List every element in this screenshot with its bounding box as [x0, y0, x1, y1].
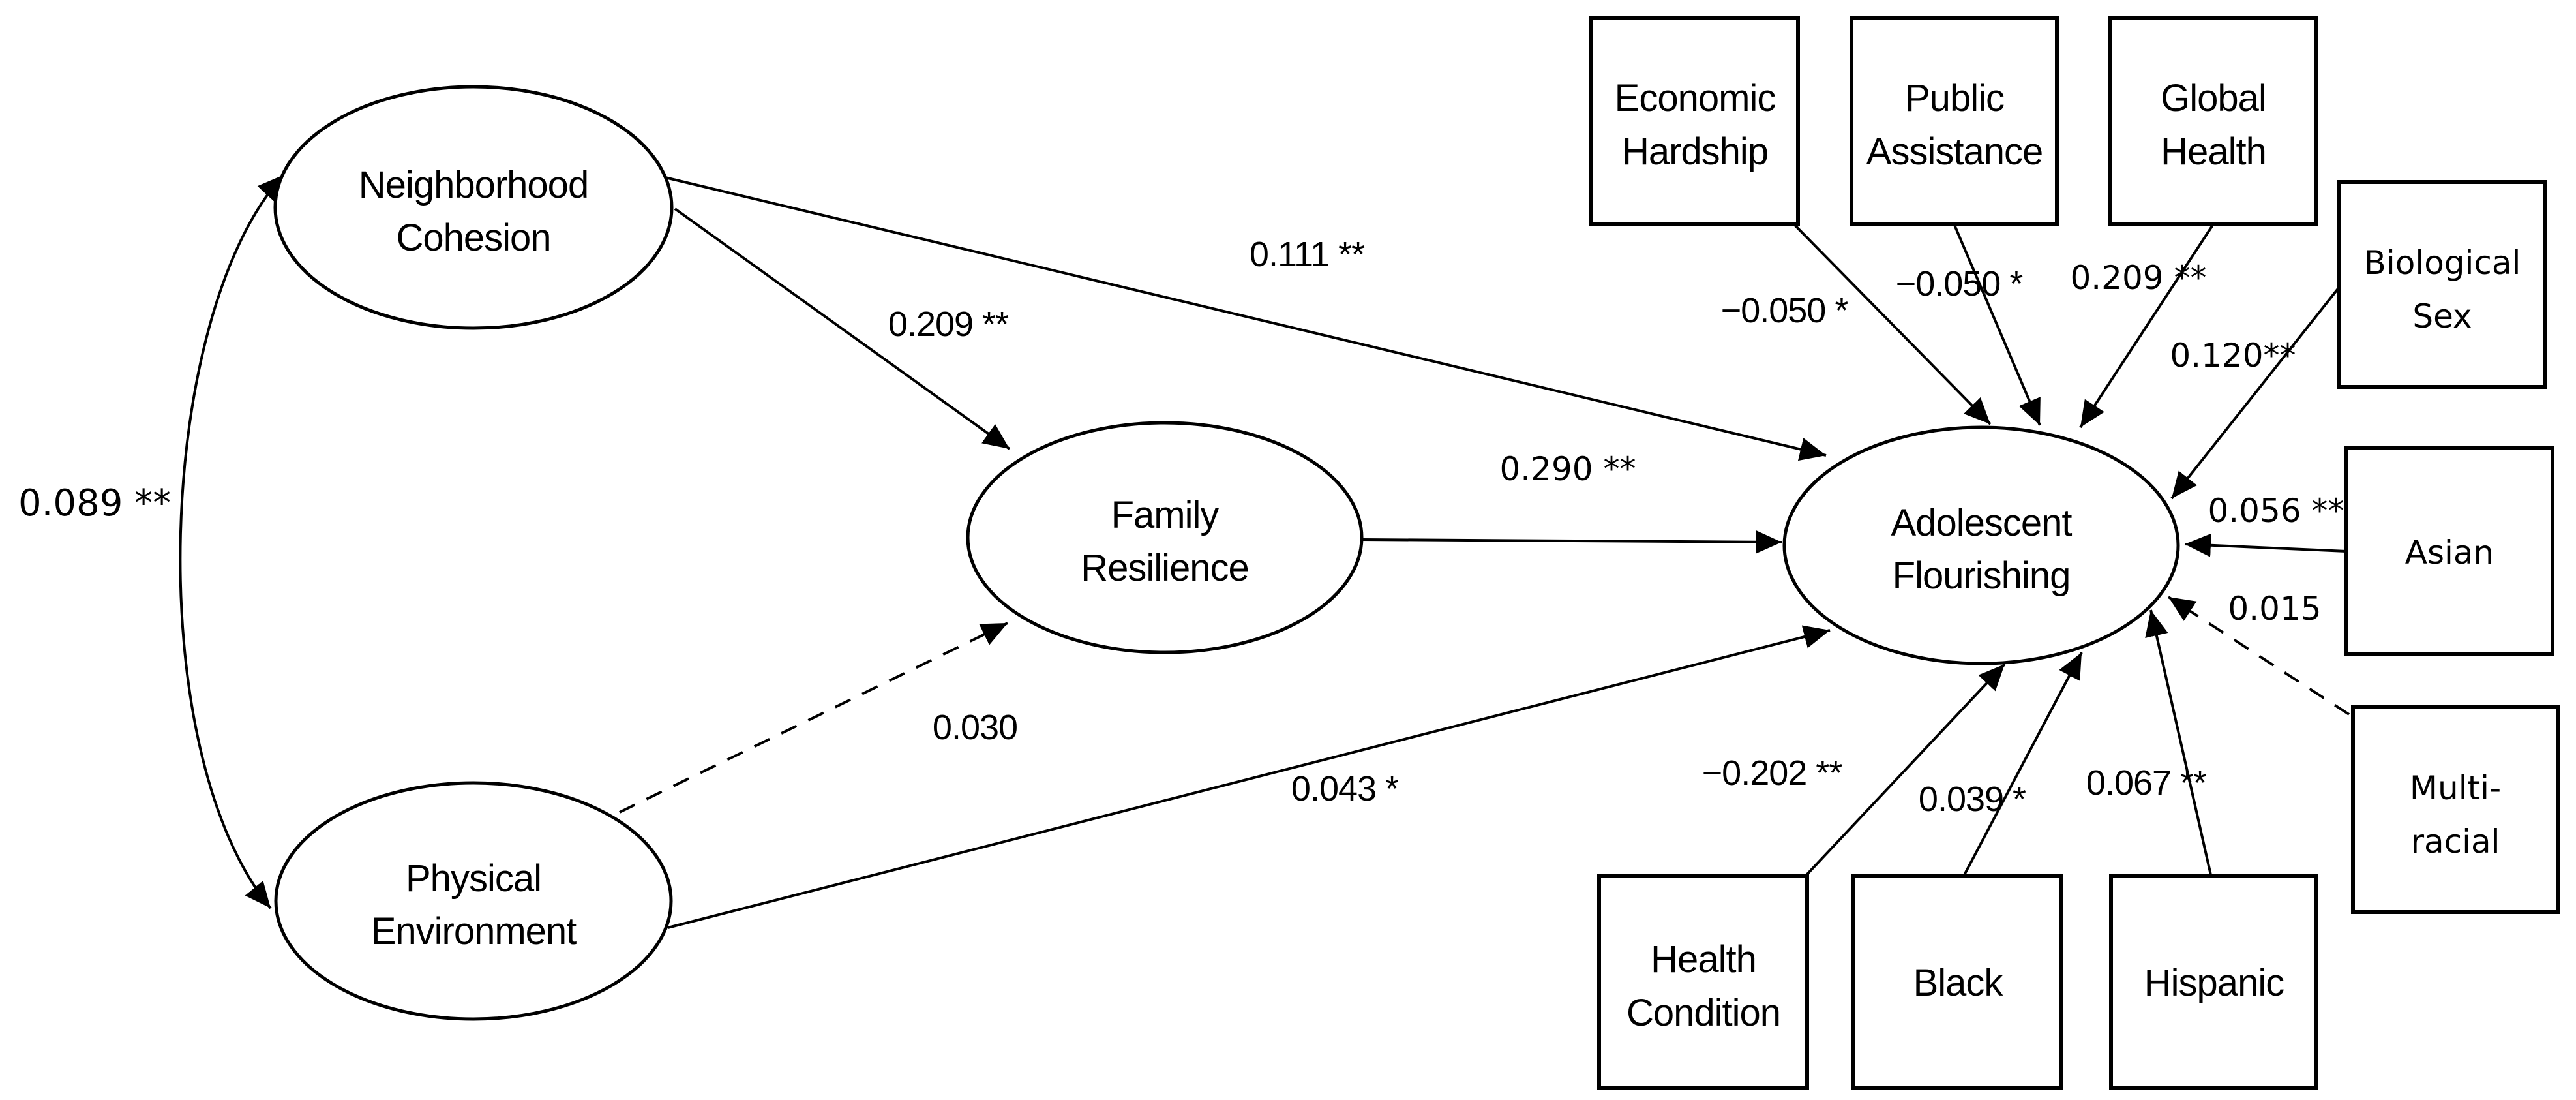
- label-physical-environment-line2: Environment: [371, 910, 577, 953]
- label-economic-hardship-line2: Hardship: [1622, 130, 1768, 173]
- path-neighborhood-to-flourishing: [665, 176, 1827, 461]
- coefficient-pa-to-af: −0.050 *: [1896, 264, 2024, 303]
- path-physical-to-family-dashed: [619, 622, 1008, 814]
- latent-adolescent-flourishing: [1782, 425, 2180, 665]
- latent-neighborhood-cohesion: [273, 85, 674, 330]
- path-black-to-flourishing: [1963, 652, 2083, 876]
- latent-family-resilience: [966, 421, 1364, 654]
- covariance-arc-neighborhood-physical: [179, 174, 285, 909]
- label-physical-environment-line1: Physical: [406, 857, 541, 900]
- observed-health-condition: [1597, 874, 1809, 1090]
- label-biological-sex-line2: Sex: [2412, 298, 2472, 335]
- path-asian-to-flourishing: [2184, 533, 2347, 557]
- coefficient-covariance-nc-pe: 0.089 **: [18, 482, 171, 525]
- coefficient-gh-to-af: 0.209 **: [2070, 259, 2206, 297]
- observed-black: [1851, 874, 2063, 1090]
- observed-multi-racial: [2351, 705, 2560, 914]
- label-public-assistance-line2: Assistance: [1866, 130, 2043, 173]
- coefficient-nc-to-fr: 0.209 **: [888, 305, 1009, 344]
- label-health-condition-line1: Health: [1651, 938, 1756, 981]
- coefficient-pe-to-fr: 0.030: [933, 708, 1017, 747]
- coefficient-eh-to-af: −0.050 *: [1721, 291, 1849, 330]
- coefficient-hc-to-af: −0.202 **: [1702, 754, 1843, 793]
- coefficient-nc-to-af: 0.111 **: [1250, 235, 1365, 274]
- path-neighborhood-to-family: [674, 207, 1011, 450]
- coefficient-black-to-af: 0.039 *: [1919, 780, 2026, 819]
- coefficient-bs-to-af: 0.120**: [2170, 337, 2296, 374]
- label-health-condition-line2: Condition: [1626, 992, 1780, 1034]
- label-hispanic: Hispanic: [2144, 962, 2284, 1004]
- label-asian: Asian: [2405, 534, 2494, 572]
- label-multi-racial-line2: racial: [2410, 823, 2500, 861]
- label-public-assistance-line1: Public: [1905, 77, 2004, 119]
- coefficient-hispanic-to-af: 0.067 **: [2086, 763, 2207, 802]
- label-global-health-line1: Global: [2161, 77, 2266, 119]
- label-adolescent-flourishing-line1: Adolescent: [1891, 502, 2073, 544]
- latent-physical-environment: [274, 781, 673, 1021]
- path-family-to-flourishing: [1362, 530, 1782, 554]
- observed-hispanic: [2109, 874, 2318, 1090]
- path-global-health-to-flourishing: [2079, 224, 2214, 429]
- label-multi-racial-line1: Multi-: [2410, 769, 2501, 807]
- path-health-condition-to-flourishing: [1805, 663, 2006, 876]
- label-black: Black: [1913, 962, 2004, 1004]
- label-global-health-line2: Health: [2161, 130, 2266, 173]
- coefficient-fr-to-af: 0.290 **: [1499, 450, 1636, 488]
- observed-global-health: [2108, 16, 2318, 226]
- coefficient-pe-to-af: 0.043 *: [1291, 769, 1399, 808]
- path-physical-to-flourishing: [667, 625, 1831, 929]
- label-family-resilience-line2: Resilience: [1081, 547, 1249, 589]
- path-economic-hardship-to-flourishing: [1793, 224, 1992, 425]
- path-biological-sex-to-flourishing: [2170, 286, 2341, 500]
- coefficient-mr-to-af: 0.015: [2228, 590, 2321, 628]
- path-multiracial-to-flourishing-dashed: [2167, 596, 2350, 716]
- label-economic-hardship-line1: Economic: [1615, 77, 1776, 119]
- observed-biological-sex: [2337, 180, 2547, 389]
- observed-economic-hardship: [1589, 16, 1800, 226]
- observed-public-assistance: [1850, 16, 2059, 226]
- label-family-resilience-line1: Family: [1111, 494, 1220, 536]
- label-biological-sex-line1: Biological: [2364, 244, 2521, 282]
- observed-asian: [2344, 446, 2554, 656]
- path-public-assistance-to-flourishing: [1953, 224, 2041, 426]
- coefficient-asian-to-af: 0.056 **: [2208, 492, 2344, 530]
- label-neighborhood-cohesion-line1: Neighborhood: [359, 164, 588, 206]
- label-adolescent-flourishing-line2: Flourishing: [1893, 555, 2071, 597]
- path-hispanic-to-flourishing: [2145, 609, 2212, 876]
- label-neighborhood-cohesion-line2: Cohesion: [396, 217, 550, 259]
